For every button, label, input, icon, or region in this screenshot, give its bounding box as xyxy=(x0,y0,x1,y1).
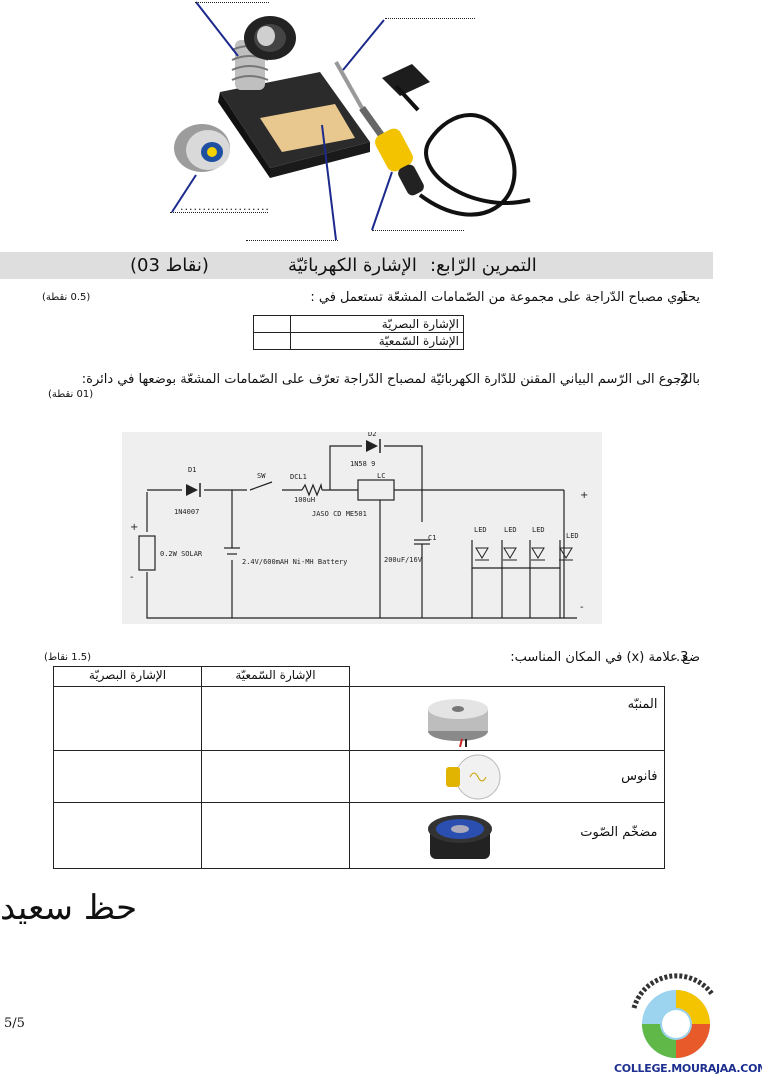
blank-bottom-right[interactable] xyxy=(372,230,464,231)
soldering-kit-image xyxy=(171,1,531,241)
q1-text: يحتوي مصباح الدّراجة على مجموعة من الصّم… xyxy=(310,290,700,305)
soldering-iron-icon xyxy=(334,61,531,217)
q3-cell-visual[interactable] xyxy=(53,750,202,803)
circuit-diagram: D1 1N4007 SW DCL1 100uH D2 1N58 9 LC JAS… xyxy=(122,430,602,624)
q3-cell-visual[interactable] xyxy=(53,686,202,751)
label-lc: LC xyxy=(377,472,385,480)
label-ic: JASO CD ME501 xyxy=(312,510,367,518)
label-d2-part: 1N58 9 xyxy=(350,460,375,468)
device-label: فانوس xyxy=(621,769,658,784)
q3-text: ضع علامة (x) في المكان المناسب: xyxy=(510,650,700,665)
logo-ring-icon xyxy=(631,973,715,1058)
label-minus-left: - xyxy=(130,572,134,583)
label-led-2: LED xyxy=(504,526,517,534)
speaker-icon xyxy=(428,815,492,859)
good-luck-text: حظ سعيد xyxy=(0,888,138,928)
label-d2: D2 xyxy=(368,432,376,438)
label-plus-left: + xyxy=(130,522,138,533)
q1-option-row: الإشارة السّمعيّة xyxy=(253,332,464,350)
blank-top-left[interactable] xyxy=(195,2,269,3)
label-coil-value: 100uH xyxy=(294,496,315,504)
q2-points: (01 نقطة) xyxy=(48,389,94,400)
q1-option-row: الإشارة البصريّة xyxy=(253,315,464,333)
device-label: مضخّم الصّوت xyxy=(580,825,658,840)
exercise-points: (03 نقاط) xyxy=(130,255,209,276)
q1-option-box[interactable] xyxy=(253,332,291,350)
label-led-3: LED xyxy=(532,526,545,534)
label-d1: D1 xyxy=(188,466,196,474)
label-led-1: LED xyxy=(474,526,487,534)
coil-holder-icon xyxy=(231,16,296,90)
circuit-schematic: D1 1N4007 SW DCL1 100uH D2 1N58 9 LC JAS… xyxy=(130,430,588,619)
q1-points: (0.5 نقطة) xyxy=(42,292,91,303)
q3-table: الإشارة البصريّة الإشارة السّمعيّة المنب… xyxy=(53,666,665,869)
label-led-4: LED xyxy=(566,532,579,540)
q3-points: (1.5 نقاط) xyxy=(44,652,92,663)
q2-number: .2 xyxy=(676,372,689,387)
q3-header-row: الإشارة البصريّة الإشارة السّمعيّة xyxy=(53,666,665,687)
q1-option-label: الإشارة البصريّة xyxy=(290,315,464,333)
blank-bottom[interactable] xyxy=(246,240,338,241)
q3-cell-audio[interactable] xyxy=(201,686,350,751)
buzzer-icon xyxy=(428,699,488,747)
q3-col-visual: الإشارة البصريّة xyxy=(53,666,202,687)
exercise-subject: الإشارة الكهربائيّة xyxy=(288,255,417,276)
q2-text: بالرّجوع الى الرّسم البياني المقنن للدّا… xyxy=(81,372,700,387)
q3-device-cell: المنبّه xyxy=(349,686,665,751)
solder-reel-icon xyxy=(174,124,230,172)
lamp-icon xyxy=(446,754,501,800)
label-solar: 0.2W SOLAR xyxy=(160,550,203,558)
q1-option-box[interactable] xyxy=(253,315,291,333)
label-d1-part: 1N4007 xyxy=(174,508,199,516)
q3-number: .3 xyxy=(676,650,689,665)
q1-number: .1 xyxy=(676,290,689,305)
logo-text[interactable]: COLLEGE.MOURAJAA.COM xyxy=(614,1062,762,1075)
soldering-illustration xyxy=(150,0,620,248)
label-c1: C1 xyxy=(428,534,436,542)
label-plus-right: + xyxy=(580,490,588,501)
q3-cell-visual[interactable] xyxy=(53,802,202,869)
label-minus-right: - xyxy=(580,602,584,613)
q1-option-label: الإشارة السّمعيّة xyxy=(290,332,464,350)
q3-device-cell: مضخّم الصّوت xyxy=(349,802,665,869)
q3-row-buzzer: المنبّه xyxy=(53,686,665,751)
site-logo xyxy=(620,972,726,1064)
q3-row-lamp: فانوس xyxy=(53,750,665,803)
label-c1-value: 200uF/16V xyxy=(384,556,423,564)
exercise-header-band xyxy=(0,252,713,279)
label-coil: DCL1 xyxy=(290,473,307,481)
label-battery: 2.4V/600mAH Ni-MH Battery xyxy=(242,558,347,566)
q3-device-cell: فانوس xyxy=(349,750,665,803)
blank-bottom-left[interactable]: .................... xyxy=(180,200,270,213)
blank-bottom-left-line xyxy=(170,212,268,213)
blank-top-right[interactable] xyxy=(385,18,475,19)
q1-options-table: الإشارة البصريّة الإشارة السّمعيّة xyxy=(253,315,464,350)
device-label: المنبّه xyxy=(627,697,658,712)
page-number: 5/5 xyxy=(4,1016,25,1031)
label-sw: SW xyxy=(257,472,266,480)
q3-cell-audio[interactable] xyxy=(201,750,350,803)
q3-row-speaker: مضخّم الصّوت xyxy=(53,802,665,869)
exercise-title: التمرين الرّابع: xyxy=(430,255,537,276)
q3-col-audio: الإشارة السّمعيّة xyxy=(201,666,350,687)
q3-cell-audio[interactable] xyxy=(201,802,350,869)
